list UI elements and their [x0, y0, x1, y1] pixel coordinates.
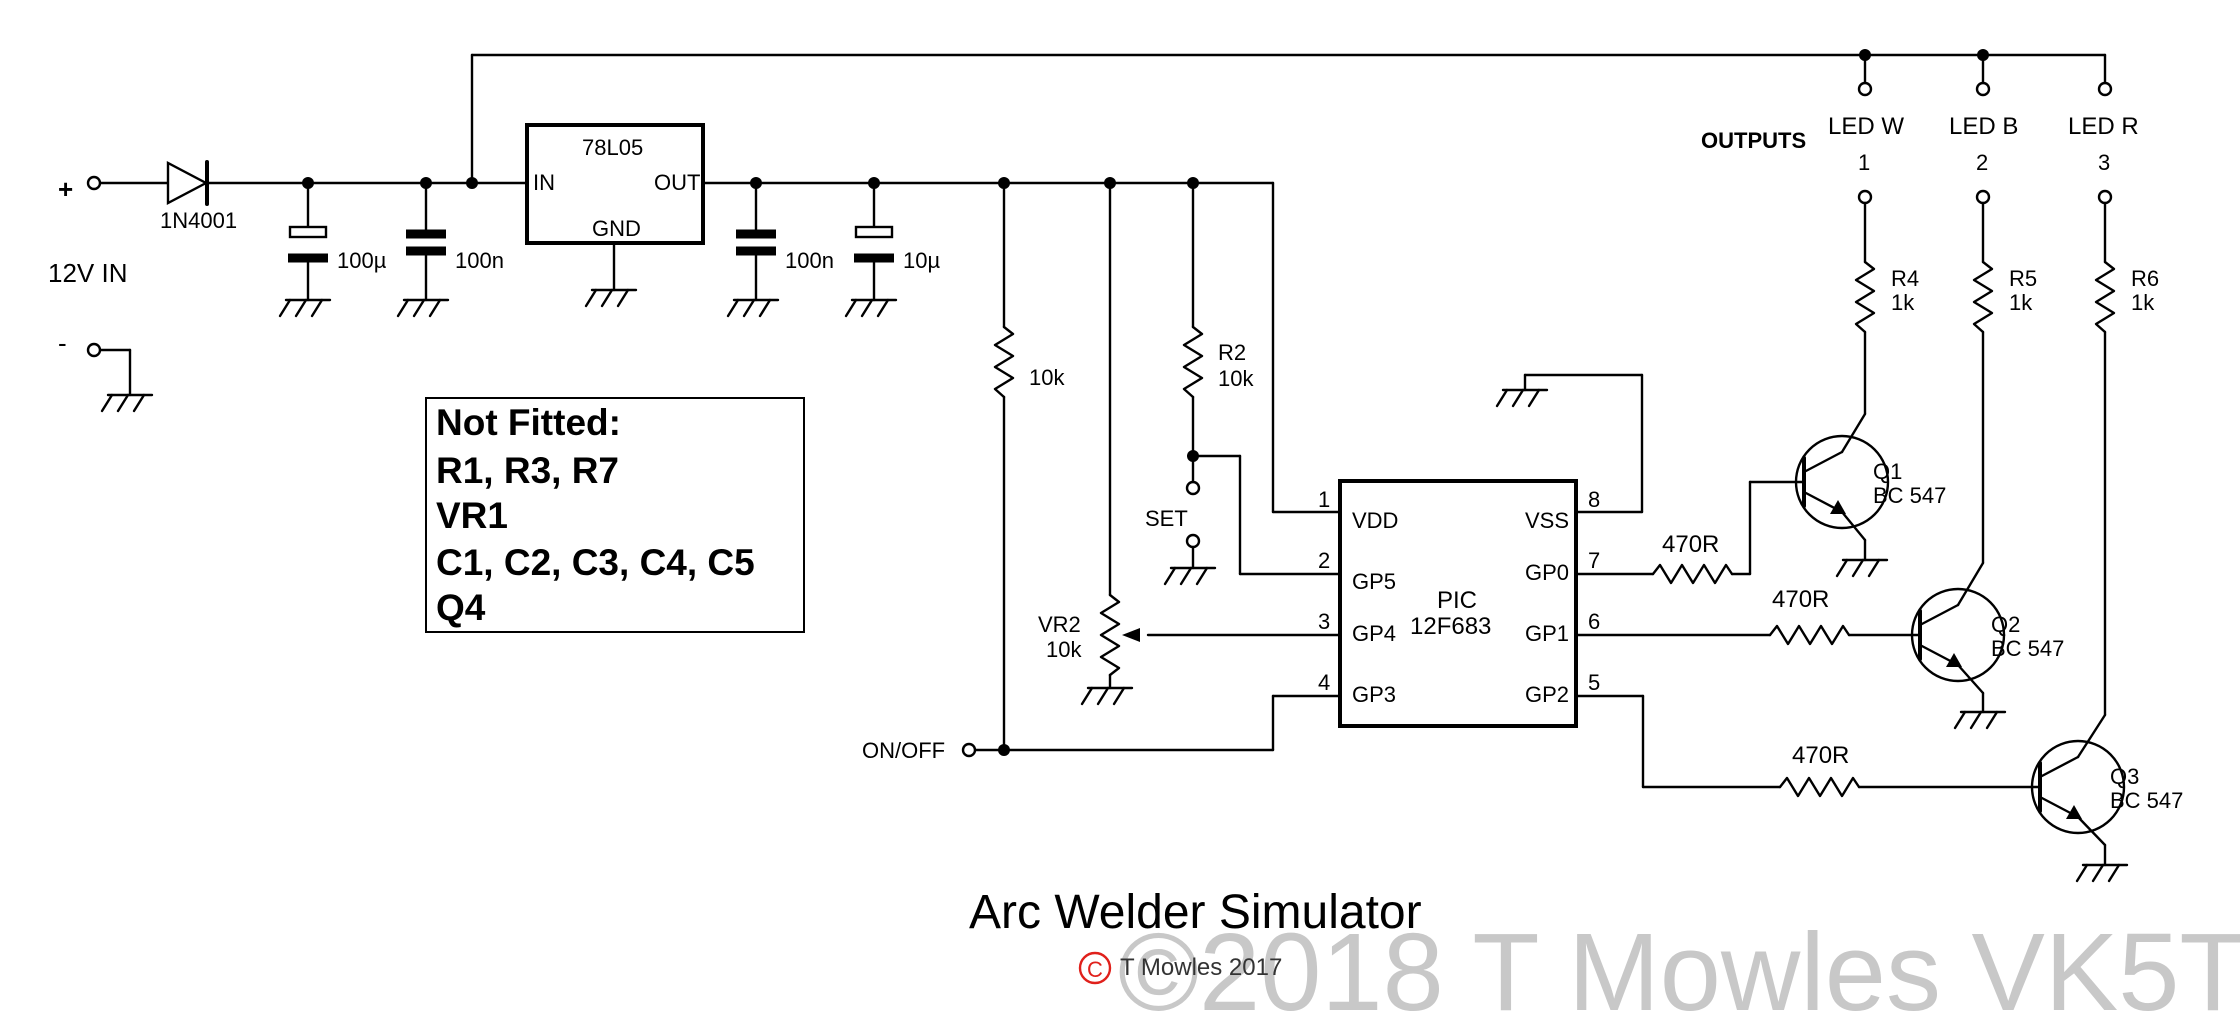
led-b-label: LED B: [1949, 113, 2018, 140]
pin-gp2-name: GP2: [1525, 682, 1569, 707]
cap-100u-label: 100µ: [337, 248, 387, 273]
not-fitted-line-3: C1, C2, C3, C4, C5: [436, 542, 755, 583]
watermark: ©2018 T Mowles VK5TM: [1118, 911, 2240, 1031]
r2-name: R2: [1218, 340, 1246, 365]
terminals: [86, 81, 2113, 758]
pin-7-num: 7: [1588, 548, 1600, 573]
pin-gp4-name: GP4: [1352, 621, 1396, 646]
q2-type: BC 547: [1991, 636, 2064, 661]
copyright-text: T Mowles 2017: [1120, 954, 1282, 981]
pin-6-num: 6: [1588, 609, 1600, 634]
capacitor-100n-output: [736, 229, 776, 256]
pin-5-num: 5: [1588, 670, 1600, 695]
diode-1n4001: [166, 160, 209, 206]
capacitor-10u-output: [854, 225, 894, 263]
pin-gp5-name: GP5: [1352, 569, 1396, 594]
mcu-label-line2: 12F683: [1410, 613, 1491, 640]
q3-type: BC 547: [2110, 788, 2183, 813]
copyright-mark-icon: C: [1078, 951, 1112, 985]
regulator-gnd-pin: GND: [592, 216, 641, 241]
resistor-470r-2: [1768, 624, 1851, 646]
transistor-q1: [1794, 434, 1890, 562]
junction-dots: [302, 49, 1989, 756]
output-3-num: 3: [2098, 150, 2110, 175]
regulator-78l05: [525, 123, 705, 245]
resistor-r2: [1182, 325, 1204, 399]
regulator-in-pin: IN: [533, 170, 555, 195]
led-r-label: LED R: [2068, 113, 2139, 140]
q1-type: BC 547: [1873, 483, 1946, 508]
outputs-label: OUTPUTS: [1701, 128, 1806, 153]
regulator-out-pin: OUT: [654, 170, 700, 195]
resistor-470r-1: [1651, 563, 1734, 585]
regulator-name: 78L05: [582, 135, 643, 160]
rb2-value: 470R: [1772, 586, 1829, 613]
vr2-value: 10k: [1046, 637, 1082, 662]
resistors: [993, 260, 2116, 798]
q3-name: Q3: [2110, 764, 2139, 789]
resistor-470r-3: [1778, 776, 1861, 798]
set-label: SET: [1145, 506, 1188, 531]
r5-value: 1k: [2009, 290, 2033, 315]
labels: + - 12V IN 1N4001 100µ 100n 100n 10µ 78L…: [48, 113, 2240, 1031]
q2-name: Q2: [1991, 612, 2020, 637]
resistor-r5: [1972, 260, 1994, 334]
resistor-r4: [1854, 260, 1876, 334]
input-voltage-label: 12V IN: [48, 258, 128, 288]
r2-value: 10k: [1218, 366, 1254, 391]
cap-100n-out-label: 100n: [785, 248, 834, 273]
pin-2-num: 2: [1318, 548, 1330, 573]
not-fitted-box: [425, 397, 805, 633]
led-w-label: LED W: [1828, 113, 1904, 140]
pin-gp1-name: GP1: [1525, 621, 1569, 646]
capacitor-100u-input: [288, 225, 328, 263]
transistor-q3: [2030, 739, 2126, 867]
r6-name: R6: [2131, 266, 2159, 291]
rb1-value: 470R: [1662, 531, 1719, 558]
r6-value: 1k: [2131, 290, 2155, 315]
not-fitted-heading: Not Fitted:: [436, 402, 621, 443]
not-fitted-line-2: VR1: [436, 495, 508, 536]
pin-gp3-name: GP3: [1352, 682, 1396, 707]
wires: [98, 53, 2107, 789]
resistor-vr2: [1099, 593, 1121, 677]
r5-name: R5: [2009, 266, 2037, 291]
r4-name: R4: [1891, 266, 1919, 291]
mcu-label-line1: PIC: [1437, 587, 1477, 614]
vr2-wiper-arrow: [1122, 628, 1140, 642]
cap-100n-in-label: 100n: [455, 248, 504, 273]
output-1-num: 1: [1858, 150, 1870, 175]
r-onoff-value: 10k: [1029, 365, 1065, 390]
onoff-label: ON/OFF: [862, 738, 945, 763]
minus-label: -: [58, 328, 67, 358]
diode-label: 1N4001: [160, 208, 237, 233]
pin-1-num: 1: [1318, 487, 1330, 512]
pin-3-num: 3: [1318, 609, 1330, 634]
copyright-mark-letter: C: [1087, 957, 1103, 982]
not-fitted-line-4: Q4: [436, 587, 486, 628]
diagram-title: Arc Welder Simulator: [969, 886, 1422, 939]
cap-10u-label: 10µ: [903, 248, 940, 273]
capacitor-100n-input: [406, 229, 446, 256]
output-2-num: 2: [1976, 150, 1988, 175]
resistor-10k-onoff: [993, 325, 1015, 399]
pin-vdd-name: VDD: [1352, 508, 1398, 533]
resistor-r6: [2094, 260, 2116, 334]
rb3-value: 470R: [1792, 742, 1849, 769]
ground-symbols: [100, 288, 2129, 883]
pin-gp0-name: GP0: [1525, 560, 1569, 585]
pin-vss-name: VSS: [1525, 508, 1569, 533]
pin-8-num: 8: [1588, 487, 1600, 512]
pic-12f683-ic: [1338, 479, 1578, 728]
plus-label: +: [58, 174, 73, 204]
not-fitted-line-1: R1, R3, R7: [436, 450, 619, 491]
r4-value: 1k: [1891, 290, 1915, 315]
transistor-q2: [1910, 587, 2006, 714]
vr2-name: VR2: [1038, 612, 1081, 637]
q1-name: Q1: [1873, 459, 1902, 484]
pin-4-num: 4: [1318, 670, 1330, 695]
